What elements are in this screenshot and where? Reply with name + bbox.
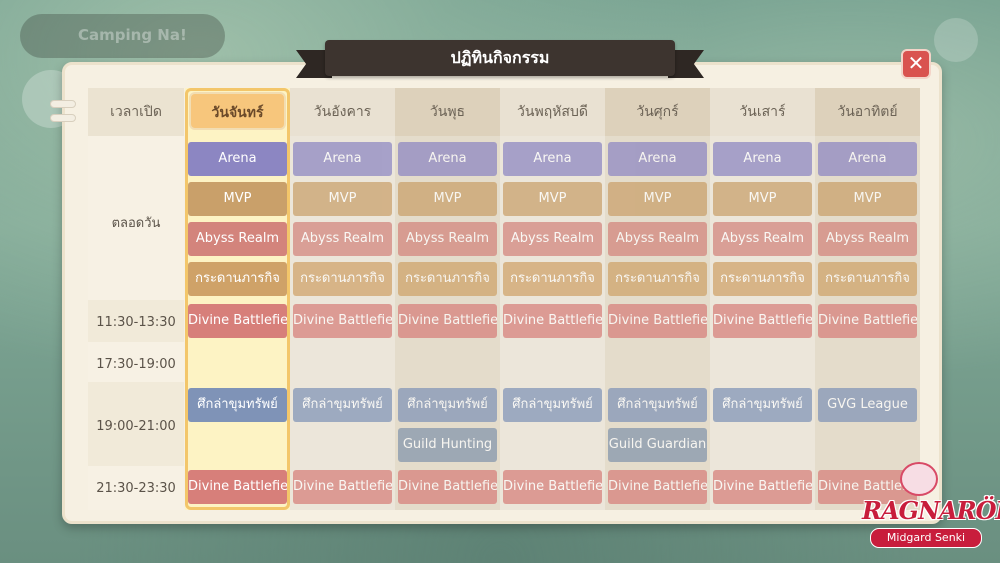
event-treasure-hunt[interactable]: ศึกล่าขุมทรัพย์ xyxy=(503,388,602,422)
event-arena[interactable]: Arena xyxy=(608,142,707,176)
event-abyss-realm[interactable]: Abyss Realm xyxy=(188,222,287,256)
day-header-tuesday[interactable]: วันอังคาร xyxy=(290,88,395,136)
event-mvp[interactable]: MVP xyxy=(608,182,707,216)
event-divine-battlefield[interactable]: Divine Battlefield xyxy=(818,304,917,338)
title-ribbon: ปฏิทินกิจกรรม xyxy=(296,40,704,78)
event-quest-board[interactable]: กระดานภารกิจ xyxy=(713,262,812,296)
logo-title: RAGNARÖK xyxy=(862,496,1000,525)
event-abyss-realm[interactable]: Abyss Realm xyxy=(818,222,917,256)
event-abyss-realm[interactable]: Abyss Realm xyxy=(608,222,707,256)
event-mvp[interactable]: MVP xyxy=(503,182,602,216)
time-header: เวลาเปิด xyxy=(88,88,184,136)
time-column: เวลาเปิด ตลอดวัน 11:30-13:30 17:30-19:00… xyxy=(88,88,184,510)
day-column-saturday[interactable]: วันเสาร์ Arena MVP Abyss Realm กระดานภาร… xyxy=(710,88,815,510)
event-divine-battlefield[interactable]: Divine Battlefield xyxy=(188,304,287,338)
event-abyss-realm[interactable]: Abyss Realm xyxy=(398,222,497,256)
poring-mascot-icon xyxy=(900,462,938,496)
event-divine-battlefield[interactable]: Divine Battlefield xyxy=(503,470,602,504)
event-abyss-realm[interactable]: Abyss Realm xyxy=(713,222,812,256)
event-guild-guardian[interactable]: Guild Guardian xyxy=(608,428,707,462)
event-arena[interactable]: Arena xyxy=(398,142,497,176)
event-quest-board[interactable]: กระดานภารกิจ xyxy=(818,262,917,296)
event-divine-battlefield[interactable]: Divine Battlefield xyxy=(713,304,812,338)
event-quest-board[interactable]: กระดานภารกิจ xyxy=(503,262,602,296)
event-treasure-hunt[interactable]: ศึกล่าขุมทรัพย์ xyxy=(713,388,812,422)
event-abyss-realm[interactable]: Abyss Realm xyxy=(503,222,602,256)
time-slot-2: 17:30-19:00 xyxy=(96,357,176,372)
event-arena[interactable]: Arena xyxy=(503,142,602,176)
window-title: ปฏิทินกิจกรรม xyxy=(450,48,550,67)
event-abyss-realm[interactable]: Abyss Realm xyxy=(293,222,392,256)
day-column-sunday[interactable]: วันอาทิตย์ Arena MVP Abyss Realm กระดานภ… xyxy=(815,88,920,510)
day-header-saturday[interactable]: วันเสาร์ xyxy=(710,88,815,136)
event-arena[interactable]: Arena xyxy=(293,142,392,176)
event-divine-battlefield[interactable]: Divine Battlefield xyxy=(293,470,392,504)
event-treasure-hunt[interactable]: ศึกล่าขุมทรัพย์ xyxy=(293,388,392,422)
event-arena[interactable]: Arena xyxy=(188,142,287,176)
event-quest-board[interactable]: กระดานภารกิจ xyxy=(293,262,392,296)
event-mvp[interactable]: MVP xyxy=(818,182,917,216)
time-slot-4: 21:30-23:30 xyxy=(96,481,176,496)
event-treasure-hunt[interactable]: ศึกล่าขุมทรัพย์ xyxy=(398,388,497,422)
event-mvp[interactable]: MVP xyxy=(398,182,497,216)
background-banner xyxy=(20,14,225,58)
game-logo: RAGNARÖK Midgard Senki xyxy=(848,460,1000,556)
event-guild-hunting[interactable]: Guild Hunting xyxy=(398,428,497,462)
event-arena[interactable]: Arena xyxy=(818,142,917,176)
background-icon xyxy=(934,18,978,62)
day-column-wednesday[interactable]: วันพุธ Arena MVP Abyss Realm กระดานภารกิ… xyxy=(395,88,500,510)
event-mvp[interactable]: MVP xyxy=(188,182,287,216)
event-divine-battlefield[interactable]: Divine Battlefield xyxy=(398,470,497,504)
event-quest-board[interactable]: กระดานภารกิจ xyxy=(608,262,707,296)
time-slot-1: 11:30-13:30 xyxy=(96,315,176,330)
event-mvp[interactable]: MVP xyxy=(713,182,812,216)
event-divine-battlefield[interactable]: Divine Battlefield xyxy=(503,304,602,338)
day-header-wednesday[interactable]: วันพุธ xyxy=(395,88,500,136)
event-treasure-hunt[interactable]: ศึกล่าขุมทรัพย์ xyxy=(188,388,287,422)
day-column-tuesday[interactable]: วันอังคาร Arena MVP Abyss Realm กระดานภา… xyxy=(290,88,395,510)
event-divine-battlefield[interactable]: Divine Battlefield xyxy=(713,470,812,504)
event-treasure-hunt[interactable]: ศึกล่าขุมทรัพย์ xyxy=(608,388,707,422)
day-header-friday[interactable]: วันศุกร์ xyxy=(605,88,710,136)
close-button[interactable]: ✕ xyxy=(901,49,931,79)
logo-subtitle: Midgard Senki xyxy=(870,528,982,548)
day-column-friday[interactable]: วันศุกร์ Arena MVP Abyss Realm กระดานภาร… xyxy=(605,88,710,510)
day-column-monday[interactable]: วันจันทร์ Arena MVP Abyss Realm กระดานภา… xyxy=(185,88,290,510)
event-divine-battlefield[interactable]: Divine Battlefield xyxy=(188,470,287,504)
day-header-monday[interactable]: วันจันทร์ xyxy=(189,92,286,130)
day-header-thursday[interactable]: วันพฤหัสบดี xyxy=(500,88,605,136)
event-arena[interactable]: Arena xyxy=(713,142,812,176)
event-quest-board[interactable]: กระดานภารกิจ xyxy=(188,262,287,296)
background-banner-text: Camping Na! xyxy=(78,26,187,44)
event-gvg-league[interactable]: GVG League xyxy=(818,388,917,422)
time-slot-3: 19:00-21:00 xyxy=(96,419,176,434)
event-divine-battlefield[interactable]: Divine Battlefield xyxy=(293,304,392,338)
day-header-sunday[interactable]: วันอาทิตย์ xyxy=(815,88,920,136)
time-slot-allday: ตลอดวัน xyxy=(111,216,161,231)
event-quest-board[interactable]: กระดานภารกิจ xyxy=(398,262,497,296)
day-column-thursday[interactable]: วันพฤหัสบดี Arena MVP Abyss Realm กระดาน… xyxy=(500,88,605,510)
event-divine-battlefield[interactable]: Divine Battlefield xyxy=(398,304,497,338)
menu-icon[interactable] xyxy=(50,100,76,124)
event-mvp[interactable]: MVP xyxy=(293,182,392,216)
event-divine-battlefield[interactable]: Divine Battlefield xyxy=(608,470,707,504)
event-divine-battlefield[interactable]: Divine Battlefield xyxy=(608,304,707,338)
